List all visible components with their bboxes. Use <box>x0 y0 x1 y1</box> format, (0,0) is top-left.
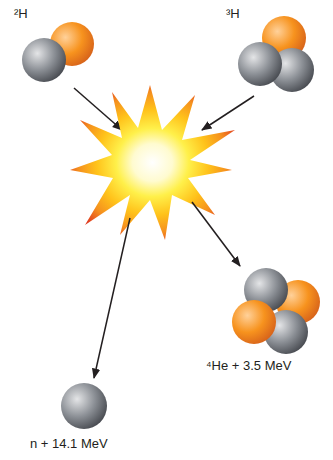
neutron-sphere <box>238 42 282 86</box>
arrow <box>94 218 130 378</box>
reactant-label: ³H <box>226 6 240 21</box>
product-label: ⁴He + 3.5 MeV <box>206 358 291 373</box>
arrow <box>74 88 122 130</box>
fusion-burst <box>70 85 235 240</box>
arrow <box>192 202 240 266</box>
product-label: n + 14.1 MeV <box>30 436 108 451</box>
arrow <box>202 96 254 130</box>
neutron-sphere <box>61 383 107 429</box>
proton-sphere <box>232 300 276 344</box>
reactant-label: ²H <box>14 6 28 21</box>
neutron-sphere <box>22 38 66 82</box>
